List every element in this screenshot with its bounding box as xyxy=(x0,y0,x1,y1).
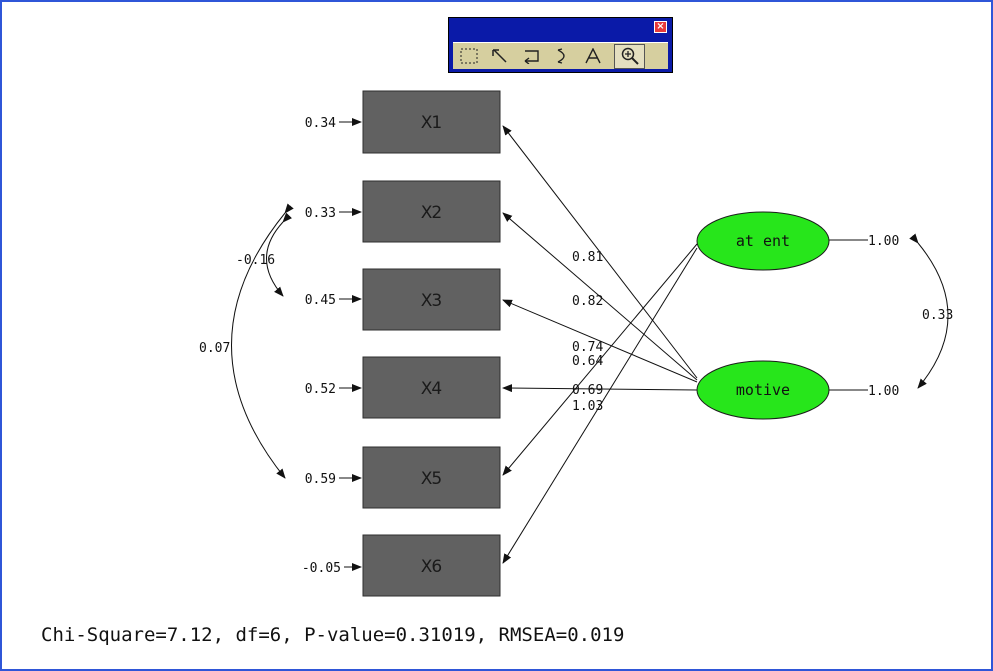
latent-label: motive xyxy=(736,381,790,399)
loading-label-x4[interactable]: 0.69 xyxy=(572,383,603,398)
observed-variables: X1 X2 X3 X4 X5 X6 xyxy=(362,90,501,597)
observed-label: X1 xyxy=(421,113,442,133)
observed-label: X4 xyxy=(421,379,442,399)
covariance-label-x2-x5[interactable]: 0.07 xyxy=(199,341,230,356)
latent-variances: 1.00 1.00 xyxy=(829,234,899,399)
close-icon[interactable]: × xyxy=(654,21,667,33)
latent-variance-motive[interactable]: 1.00 xyxy=(868,384,899,399)
loading-label-x3[interactable]: 0.74 xyxy=(572,340,603,355)
error-variance-x2[interactable]: 0.33 xyxy=(305,206,336,221)
loading-label-x1[interactable]: 0.81 xyxy=(572,250,603,265)
observed-box-x3[interactable]: X3 xyxy=(362,268,501,331)
loading-labels: 0.81 0.82 0.74 0.64 0.69 1.03 xyxy=(572,250,603,414)
error-arrows xyxy=(339,118,362,571)
select-rectangle-icon[interactable] xyxy=(453,44,484,69)
path-motive-x2[interactable] xyxy=(502,212,698,381)
path-motive-x1[interactable] xyxy=(502,125,698,379)
latent-covariance-label[interactable]: 0.33 xyxy=(922,308,953,323)
latent-variable-motive[interactable]: motive xyxy=(696,360,830,420)
error-variance-x6[interactable]: -0.05 xyxy=(302,561,341,576)
observed-label: X3 xyxy=(421,291,442,311)
observed-box-x6[interactable]: X6 xyxy=(362,534,501,597)
observed-box-x1[interactable]: X1 xyxy=(362,90,501,154)
error-variance-x1[interactable]: 0.34 xyxy=(305,116,336,131)
observed-label: X6 xyxy=(421,557,442,577)
text-tool-icon[interactable] xyxy=(577,44,608,69)
error-covariance-curves: -0.16 0.07 xyxy=(199,203,294,479)
covariance-path-x2-x5[interactable] xyxy=(231,203,294,479)
error-variance-x5[interactable]: 0.59 xyxy=(305,472,336,487)
path-motive-x3[interactable] xyxy=(502,299,698,383)
observed-box-x5[interactable]: X5 xyxy=(362,446,501,509)
latent-covariance-path[interactable] xyxy=(909,233,949,389)
latent-variable-atent[interactable]: at ent xyxy=(696,211,830,271)
loading-label-x6[interactable]: 1.03 xyxy=(572,399,603,414)
path-motive-x4[interactable] xyxy=(502,384,698,393)
toolbar-tools xyxy=(453,42,668,69)
error-variance-x4[interactable]: 0.52 xyxy=(305,382,336,397)
pointer-arrow-icon[interactable] xyxy=(484,44,515,69)
observed-box-x2[interactable]: X2 xyxy=(362,180,501,243)
latent-label: at ent xyxy=(736,232,790,250)
observed-label: X5 xyxy=(421,469,442,489)
path-atent-x5[interactable] xyxy=(502,243,698,476)
covariance-label-x2-x3[interactable]: -0.16 xyxy=(236,253,275,268)
curved-path-icon[interactable] xyxy=(546,44,577,69)
path-icon[interactable] xyxy=(515,44,546,69)
latent-variance-atent[interactable]: 1.00 xyxy=(868,234,899,249)
error-variances: 0.34 0.33 0.45 0.52 0.59 -0.05 xyxy=(302,116,341,576)
observed-label: X2 xyxy=(421,203,442,223)
loading-label-x2[interactable]: 0.82 xyxy=(572,294,603,309)
path-atent-x6[interactable] xyxy=(502,247,698,564)
drawing-toolbar[interactable]: × xyxy=(448,17,673,73)
zoom-in-icon[interactable] xyxy=(614,43,645,69)
loading-paths xyxy=(502,125,698,564)
observed-box-x4[interactable]: X4 xyxy=(362,356,501,419)
loading-label-x5[interactable]: 0.64 xyxy=(572,354,603,369)
error-variance-x3[interactable]: 0.45 xyxy=(305,293,336,308)
fit-statistics-text: Chi-Square=7.12, df=6, P-value=0.31019, … xyxy=(41,624,624,646)
